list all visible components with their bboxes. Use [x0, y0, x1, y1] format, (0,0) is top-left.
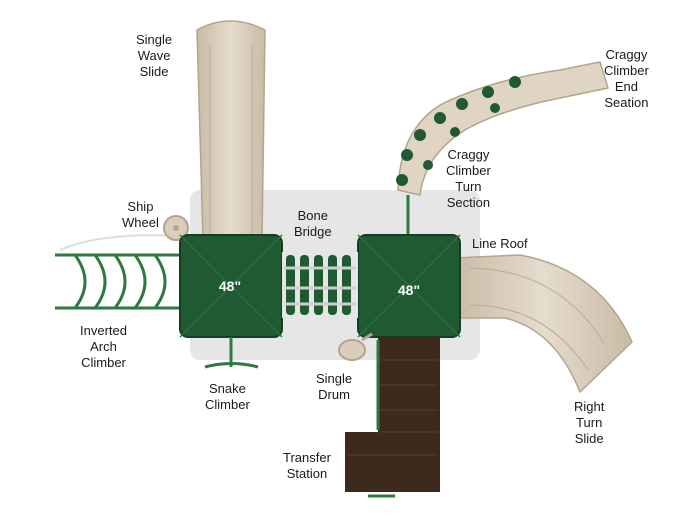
inverted-arch-climber: [55, 234, 181, 310]
label-inverted-arch: Inverted Arch Climber: [80, 323, 127, 370]
transfer-station: [345, 337, 440, 498]
label-craggy-turn: Craggy Climber Turn Section: [446, 147, 491, 210]
bone-bridge: [282, 252, 358, 318]
label-bone-bridge: Bone Bridge: [294, 208, 332, 239]
label-single-drum: Single Drum: [316, 371, 353, 402]
label-transfer-station: Transfer Station: [283, 450, 331, 481]
right-roof-size: 48": [397, 282, 421, 298]
label-single-wave-slide: Single Wave Slide: [136, 32, 173, 79]
label-craggy-end: Craggy Climber End Seation: [604, 47, 649, 110]
label-ship-wheel: Ship Wheel: [122, 199, 159, 230]
left-roof-size: 48": [218, 278, 242, 294]
single-wave-slide: [196, 20, 266, 241]
right-turn-slide: [454, 254, 633, 394]
label-snake-climber: Snake Climber: [205, 381, 250, 412]
craggy-climber: [396, 61, 609, 240]
single-drum: [338, 332, 373, 361]
snake-climber: [204, 337, 259, 369]
label-right-turn-slide: Right Turn Slide: [574, 399, 605, 446]
ship-wheel: [163, 215, 189, 241]
label-line-roof: Line Roof: [472, 236, 528, 251]
